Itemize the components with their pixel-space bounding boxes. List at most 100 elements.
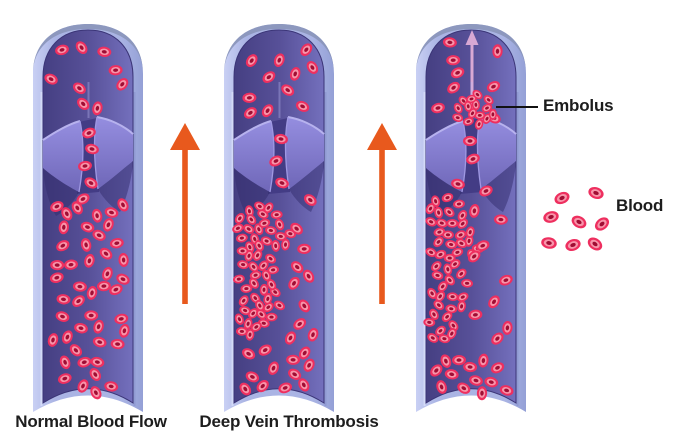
red-blood-cell: [84, 253, 95, 268]
blood-clot: [423, 193, 484, 344]
red-blood-cell: [457, 300, 467, 313]
red-blood-cell: [571, 215, 587, 229]
red-blood-cell: [543, 211, 559, 223]
red-blood-cell: [502, 320, 513, 335]
red-blood-cell: [92, 229, 106, 241]
red-blood-cell: [488, 295, 500, 309]
red-blood-cell: [441, 193, 454, 203]
red-blood-cell: [453, 199, 465, 209]
vein-cutaway: [416, 24, 526, 412]
red-blood-cell: [481, 103, 493, 113]
red-blood-cell: [433, 236, 444, 248]
red-blood-cell: [491, 332, 504, 345]
red-blood-cell: [249, 270, 262, 280]
vessel-normal-blood-flow: [33, 22, 143, 416]
red-blood-cell: [72, 295, 85, 307]
red-blood-cell: [499, 385, 514, 396]
red-blood-cell: [431, 261, 442, 272]
red-blood-cell: [447, 327, 457, 340]
red-blood-cell: [275, 177, 289, 189]
red-blood-cell: [466, 153, 480, 165]
red-blood-cell: [457, 210, 468, 222]
blood-cells: [232, 43, 319, 396]
arrow-stem: [379, 148, 385, 304]
red-blood-cell: [293, 318, 307, 330]
red-blood-cell: [259, 283, 269, 296]
red-blood-cell: [427, 287, 437, 299]
red-blood-cell: [117, 198, 129, 212]
red-blood-cell: [76, 193, 90, 205]
red-blood-cell: [77, 97, 90, 110]
red-blood-cell: [483, 95, 494, 105]
red-blood-cell: [110, 338, 125, 350]
red-blood-cell: [242, 92, 257, 103]
vein-cutaway: [224, 24, 334, 412]
red-blood-cell: [59, 355, 71, 370]
red-blood-cell: [444, 274, 455, 286]
red-blood-cell: [263, 293, 273, 305]
red-blood-cell: [594, 217, 610, 231]
red-blood-cell: [290, 261, 304, 274]
red-blood-cell: [271, 239, 281, 252]
red-blood-cell: [249, 277, 259, 289]
red-blood-cell: [452, 113, 464, 122]
red-blood-cell: [266, 278, 277, 291]
red-blood-cell: [434, 206, 444, 219]
red-blood-cell: [270, 210, 283, 220]
red-blood-cell: [104, 381, 119, 392]
red-blood-cell: [245, 54, 258, 68]
red-blood-cell: [262, 302, 274, 313]
red-blood-cell: [267, 265, 280, 275]
red-blood-cell: [236, 233, 248, 243]
red-blood-cell: [284, 229, 297, 239]
vessel-deep-vein-thrombosis: [224, 22, 334, 416]
red-blood-cell: [469, 203, 480, 218]
red-blood-cell: [109, 284, 123, 296]
red-blood-cell: [289, 67, 301, 81]
valve-sinus-right: [481, 161, 516, 212]
red-blood-cell: [96, 280, 111, 292]
red-blood-cell: [244, 205, 254, 218]
red-blood-cell: [288, 276, 300, 290]
red-blood-cell: [74, 322, 88, 334]
red-blood-cell: [427, 333, 439, 343]
red-blood-cell: [430, 364, 443, 377]
red-blood-cell: [84, 177, 98, 189]
red-blood-cell: [463, 361, 478, 373]
red-blood-cell: [254, 240, 264, 252]
red-blood-cell: [450, 67, 465, 79]
red-blood-cell: [441, 311, 453, 322]
red-blood-cell: [77, 356, 92, 368]
red-blood-cell: [431, 270, 444, 280]
red-blood-cell: [468, 309, 483, 320]
red-blood-cell: [90, 386, 102, 400]
red-blood-cell: [258, 260, 269, 271]
red-blood-cell: [236, 246, 249, 256]
red-blood-cell: [64, 259, 78, 270]
red-blood-cell: [435, 325, 446, 336]
red-blood-cell: [467, 250, 481, 263]
red-blood-cell: [118, 253, 129, 267]
red-blood-cell: [288, 368, 302, 380]
red-blood-cell: [50, 259, 65, 271]
red-blood-cell: [254, 201, 266, 212]
caption-deep-vein-thrombosis: Deep Vein Thrombosis: [199, 412, 379, 431]
red-blood-cell: [442, 37, 457, 48]
flow-direction-arrow-icon: [169, 123, 201, 305]
red-blood-cell: [248, 261, 259, 273]
red-blood-cell: [243, 224, 255, 234]
valve-flap-left: [426, 121, 466, 192]
red-blood-cell: [447, 81, 461, 94]
red-blood-cell: [102, 267, 113, 281]
red-blood-cell: [433, 227, 446, 237]
blood-clot: [232, 201, 297, 341]
red-blood-cell: [306, 61, 319, 74]
red-blood-cell: [451, 178, 465, 190]
caption-normal-blood-flow: Normal Blood Flow: [15, 412, 167, 431]
red-blood-cell: [486, 81, 501, 93]
red-blood-cell: [114, 313, 129, 325]
venous-valve: [425, 82, 517, 216]
red-blood-cell: [263, 202, 274, 214]
red-blood-cell: [78, 160, 92, 172]
